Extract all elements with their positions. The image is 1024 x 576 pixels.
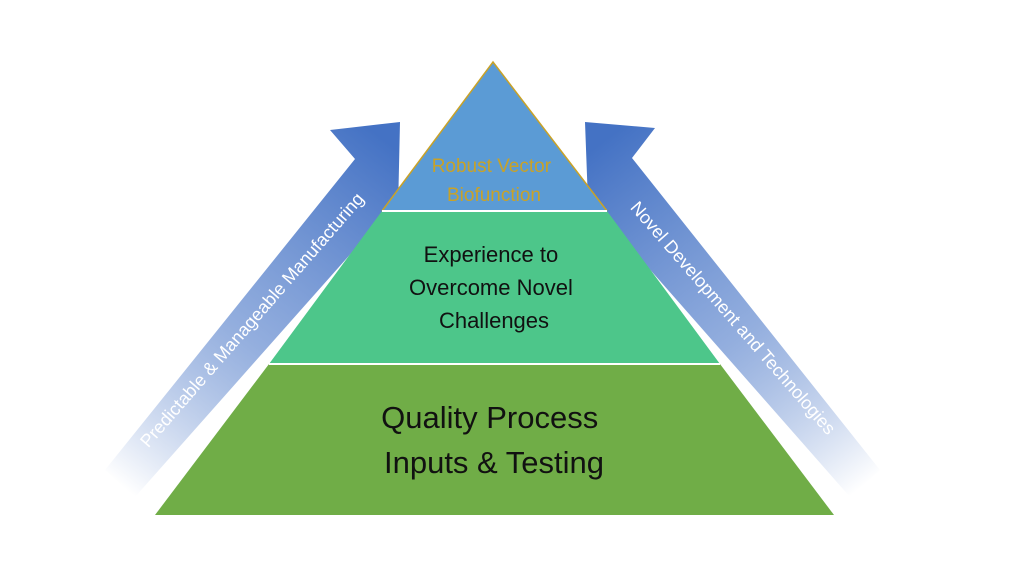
bottom-tier (155, 364, 834, 515)
left-arrow-shape (105, 122, 400, 497)
top-tier-edge (381, 60, 608, 212)
bottom-tier-label: Quality Process Inputs & Testing (381, 400, 607, 480)
bottom-tier-line: Quality Process (381, 400, 598, 435)
top-tier-label: Robust Vector Biofunction (432, 156, 557, 206)
top-tier (382, 62, 607, 211)
bottom-tier-line: Inputs & Testing (384, 445, 604, 480)
middle-tier-line: Challenges (439, 308, 549, 333)
middle-tier (269, 211, 720, 364)
middle-tier-line: Overcome Novel (409, 275, 573, 300)
middle-tier-label: Experience to Overcome Novel Challenges (409, 242, 579, 333)
right-arrow-shape (585, 122, 880, 497)
top-tier-line: Robust Vector (432, 156, 552, 177)
top-tier-line: Biofunction (447, 185, 541, 206)
pyramid: Robust Vector Biofunction Experience to … (155, 60, 834, 515)
middle-tier-line: Experience to (424, 242, 559, 267)
